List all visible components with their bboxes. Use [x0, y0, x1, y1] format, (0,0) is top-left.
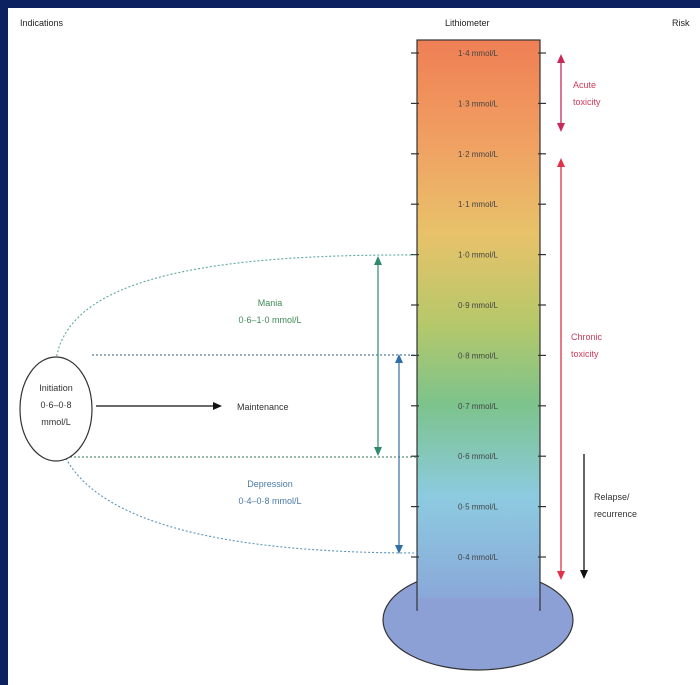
lithiometer-diagram: 1·4 mmol/L 1·3 mmol/L 1·2 mmol/L 1·1 mmol/L…	[19, 39, 637, 671]
initiation-oval	[19, 356, 93, 462]
depression-range-arrow	[395, 354, 403, 554]
acute-toxicity-arrow	[557, 54, 565, 132]
initiation-label-line2: 0·6–0·8	[40, 400, 71, 410]
tick-label: 0·8 mmol/L	[458, 351, 499, 360]
acute-label-line2: toxicity	[573, 97, 601, 107]
scale-ticks: 1·4 mmol/L 1·3 mmol/L 1·2 mmol/L 1·1 mmol/L…	[411, 49, 546, 562]
depression-label-line1: Depression	[247, 479, 293, 489]
tick-label: 0·6 mmol/L	[458, 452, 499, 461]
mania-range-arrow	[374, 256, 382, 456]
tick-label: 0·7 mmol/L	[458, 402, 499, 411]
chronic-label-line1: Chronic	[571, 332, 603, 342]
maintenance-arrow	[96, 402, 222, 410]
initiation-label-line3: mmol/L	[41, 417, 71, 427]
acute-label-line1: Acute	[573, 80, 596, 90]
lithiometer-header: Lithiometer	[445, 18, 490, 28]
tick-label: 0·9 mmol/L	[458, 301, 499, 310]
tick-label: 1·1 mmol/L	[458, 200, 499, 209]
thermometer-tube	[416, 39, 541, 611]
maintenance-label: Maintenance	[237, 402, 289, 412]
tick-label: 1·3 mmol/L	[458, 99, 499, 108]
tick-label: 0·5 mmol/L	[458, 503, 499, 512]
chronic-label-line2: toxicity	[571, 349, 599, 359]
relapse-arrow	[580, 454, 588, 579]
initiation-label-line1: Initiation	[39, 383, 73, 393]
range-curves	[55, 254, 418, 554]
mania-label-line1: Mania	[258, 298, 283, 308]
depression-label-line2: 0·4–0·8 mmol/L	[238, 496, 301, 506]
tick-label: 1·0 mmol/L	[458, 251, 499, 260]
mania-label-line2: 0·6–1·0 mmol/L	[238, 315, 301, 325]
tick-label: 0·4 mmol/L	[458, 553, 499, 562]
lithiometer-figure: Indications Lithiometer Risk 1·4 m	[8, 8, 700, 685]
tick-label: 1·2 mmol/L	[458, 150, 499, 159]
chronic-toxicity-arrow	[557, 158, 565, 580]
indications-header: Indications	[20, 18, 64, 28]
risk-header: Risk	[672, 18, 690, 28]
tick-label: 1·4 mmol/L	[458, 49, 499, 58]
relapse-label-line1: Relapse/	[594, 492, 630, 502]
relapse-label-line2: recurrence	[594, 509, 637, 519]
